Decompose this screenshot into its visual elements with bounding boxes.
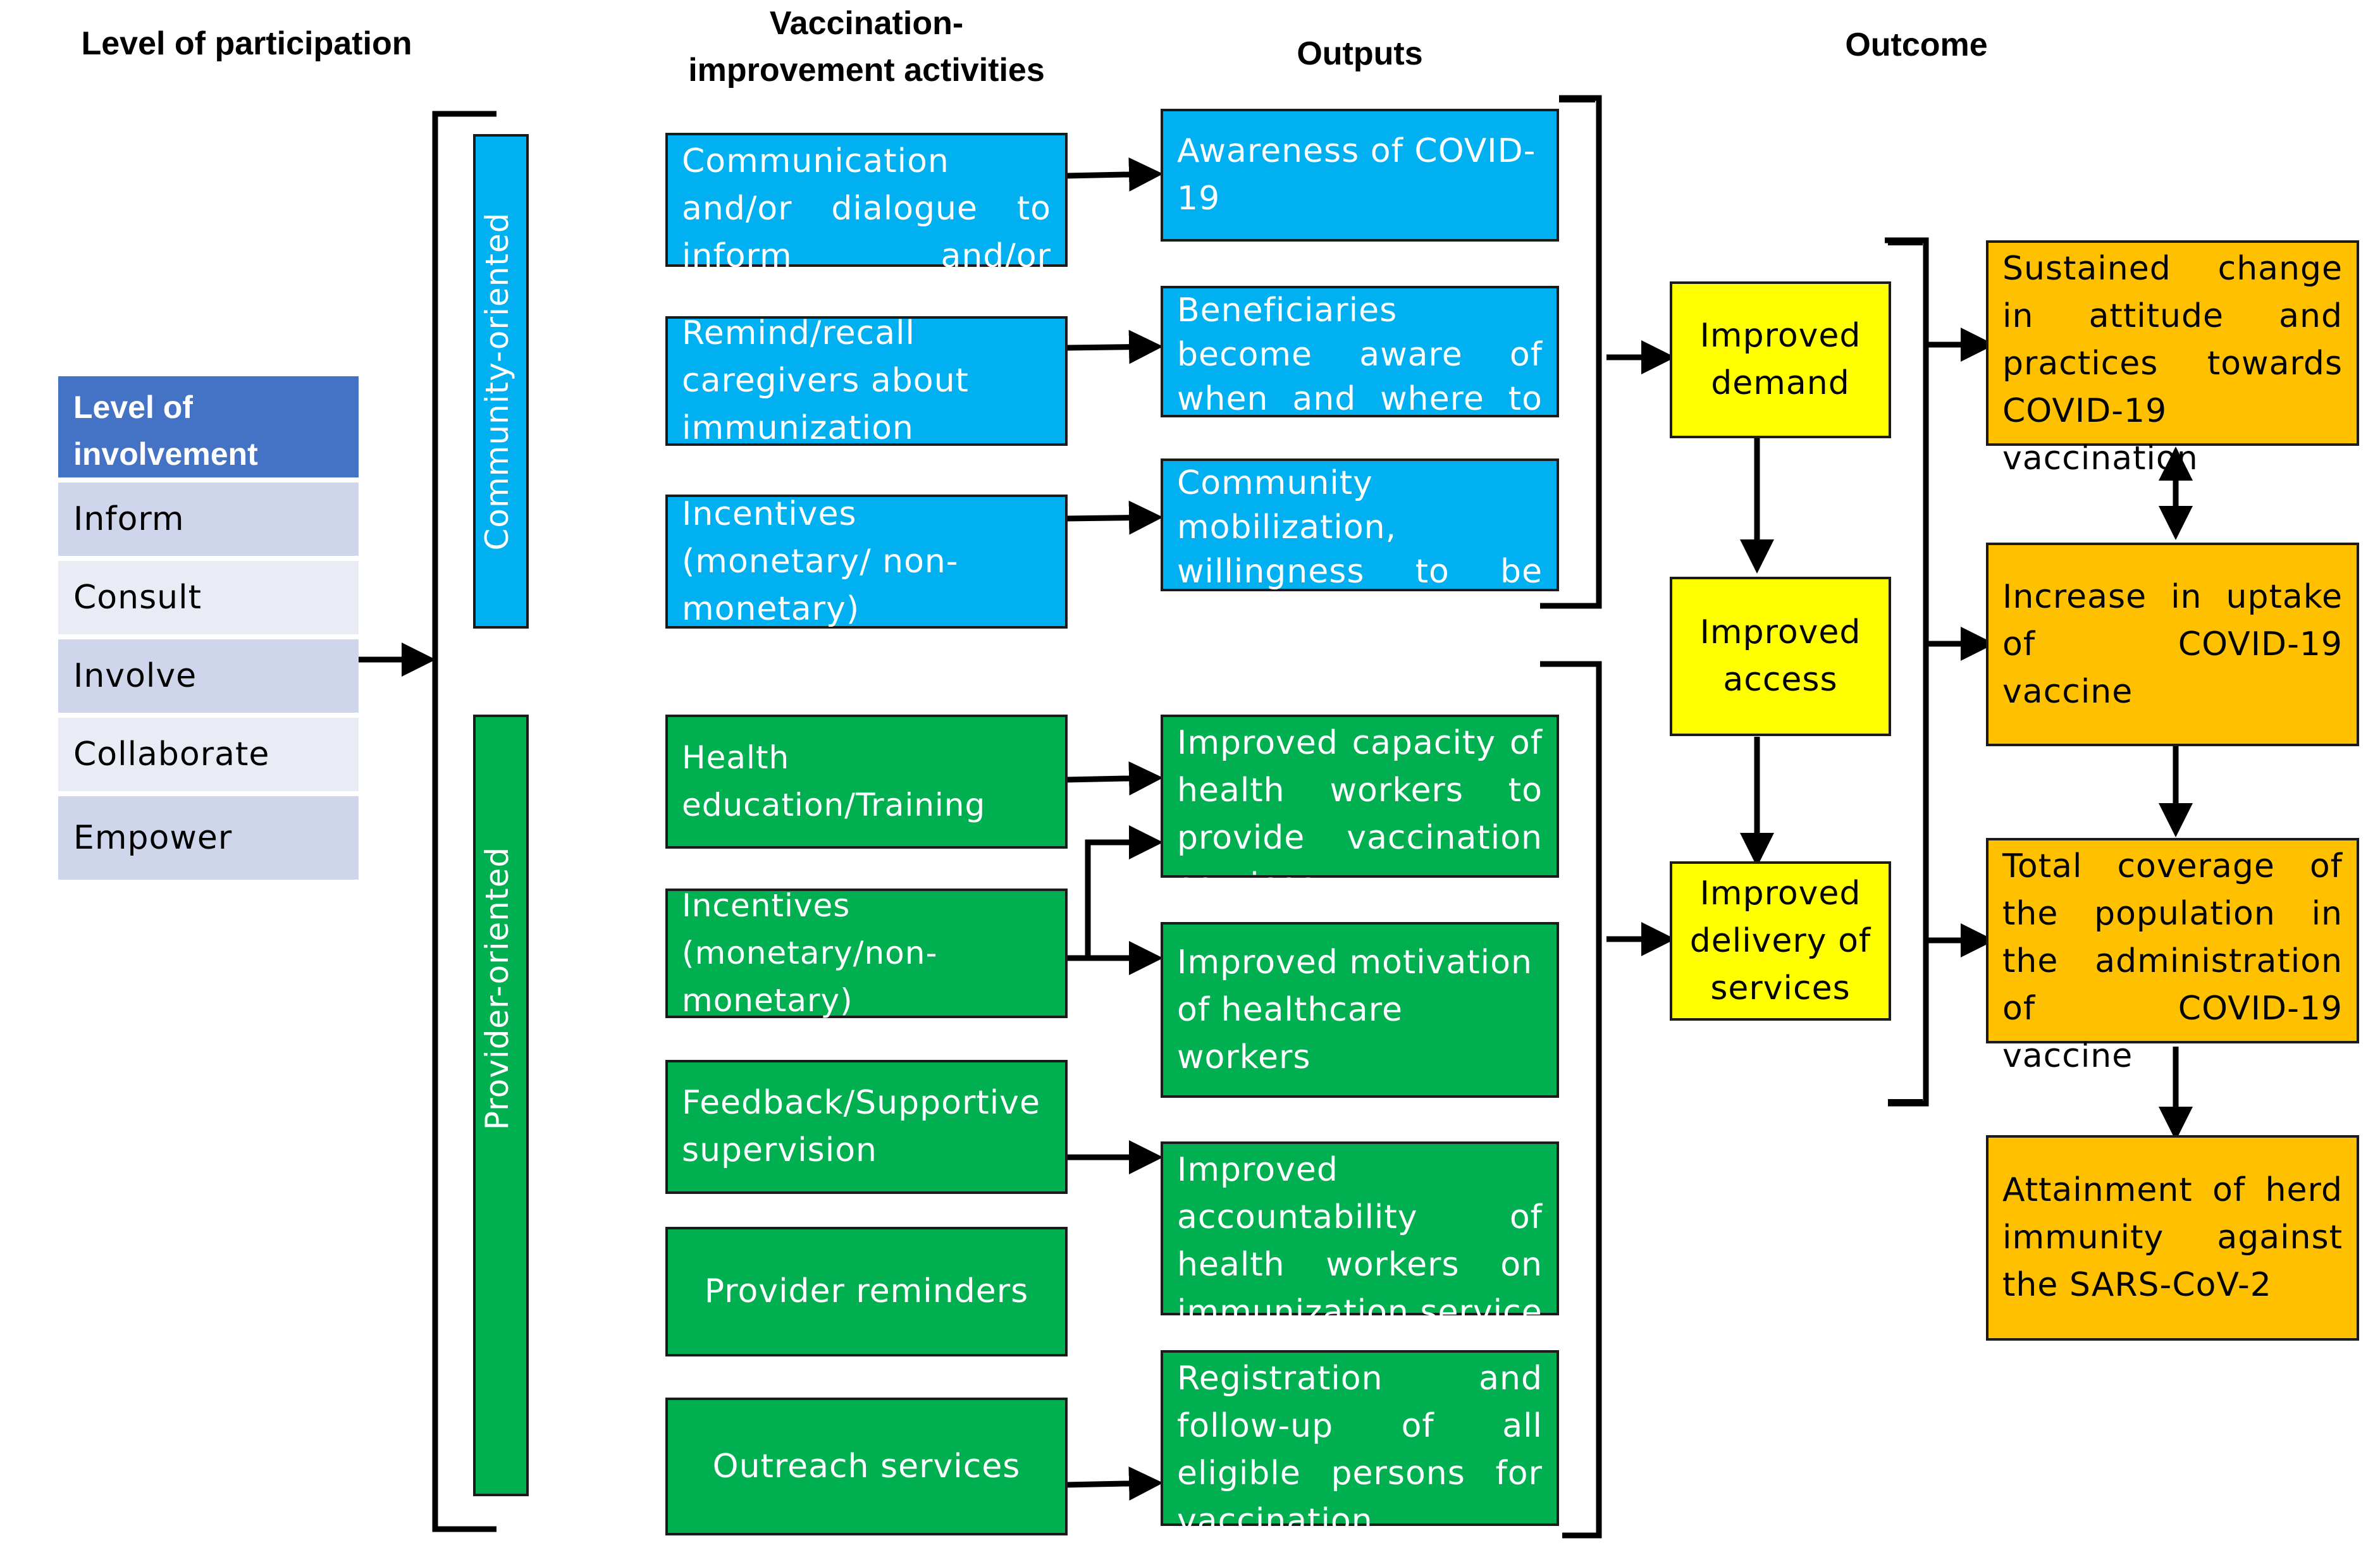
output-beneficiaries: Beneficiaries become aware of when and w… [1161,286,1559,462]
activity-feedback: Feedback/Supportive supervision [665,1060,1068,1194]
activity-incentives-community: Incentives (monetary/ non-monetary) [665,495,1068,629]
bracket-community-outputs [1540,95,1602,609]
activity-health-education: Health education/Training [665,715,1068,849]
header-participation: Level of participation [81,25,412,62]
output-motivation: Improved motivation of healthcare worker… [1161,922,1559,1098]
intermediate-demand: Improved demand [1670,281,1891,438]
arrow-outreach-to-registration [1065,1466,1163,1501]
intermediate-access: Improved access [1670,577,1891,736]
activity-communication: Communication and/or dialogue to inform … [665,133,1068,323]
outcome-sustained: Sustained change in attitude and practic… [1986,240,2359,477]
outcome-uptake: Increase in uptake of COVID-19 vaccine [1986,543,2359,746]
activity-outreach: Outreach services [665,1398,1068,1535]
involvement-row-collaborate: Collaborate [58,718,359,796]
arrow-incentives-to-mobilization [1065,500,1163,535]
outcome-coverage: Total coverage of the population in the … [1986,838,2359,1075]
activity-incentives-provider: Incentives (monetary/non-monetary) [665,887,1068,1019]
bracket-main [432,111,496,1532]
output-capacity: Improved capacity of health workers to p… [1161,715,1559,904]
header-activities: Vaccination-improvement activities [688,5,1045,89]
bracket-outcomes [1885,237,1929,1107]
header-outcome: Outcome [1845,27,1988,63]
involvement-row-empower: Empower [58,796,359,880]
arrow-communication-to-awareness [1065,157,1163,192]
bracket-provider-outputs [1540,661,1602,1539]
group-bar-community [473,134,529,629]
involvement-table-header: Level of involvement [58,376,359,483]
involvement-row-inform: Inform [58,483,359,561]
group-bar-provider [473,715,529,1496]
group-label-community: Community-oriented [479,212,515,551]
intermediate-delivery: Improved delivery of services [1670,861,1891,1021]
output-accountability: Improved accountability of health worker… [1161,1141,1559,1331]
output-registration: Registration and follow-up of all eligib… [1161,1350,1559,1540]
involvement-row-consult: Consult [58,561,359,639]
arrow-incentives-split [1066,825,1163,961]
involvement-row-involve: Involve [58,639,359,718]
output-awareness: Awareness of COVID-19 [1161,109,1559,242]
group-label-provider: Provider-oriented [479,846,515,1131]
arrow-education-to-capacity [1065,761,1163,796]
outcome-herd: Attainment of herd immunity against the … [1986,1135,2359,1341]
activity-provider-reminders: Provider reminders [665,1227,1068,1356]
output-mobilization: Community mobilization, willingness to b… [1161,458,1559,635]
header-outputs: Outputs [1297,35,1423,72]
activity-remind: Remind/recall caregivers about immunizat… [665,314,1068,447]
arrow-remind-to-beneficiaries [1065,329,1163,364]
involvement-table: Level of involvement Inform Consult Invo… [58,376,359,880]
